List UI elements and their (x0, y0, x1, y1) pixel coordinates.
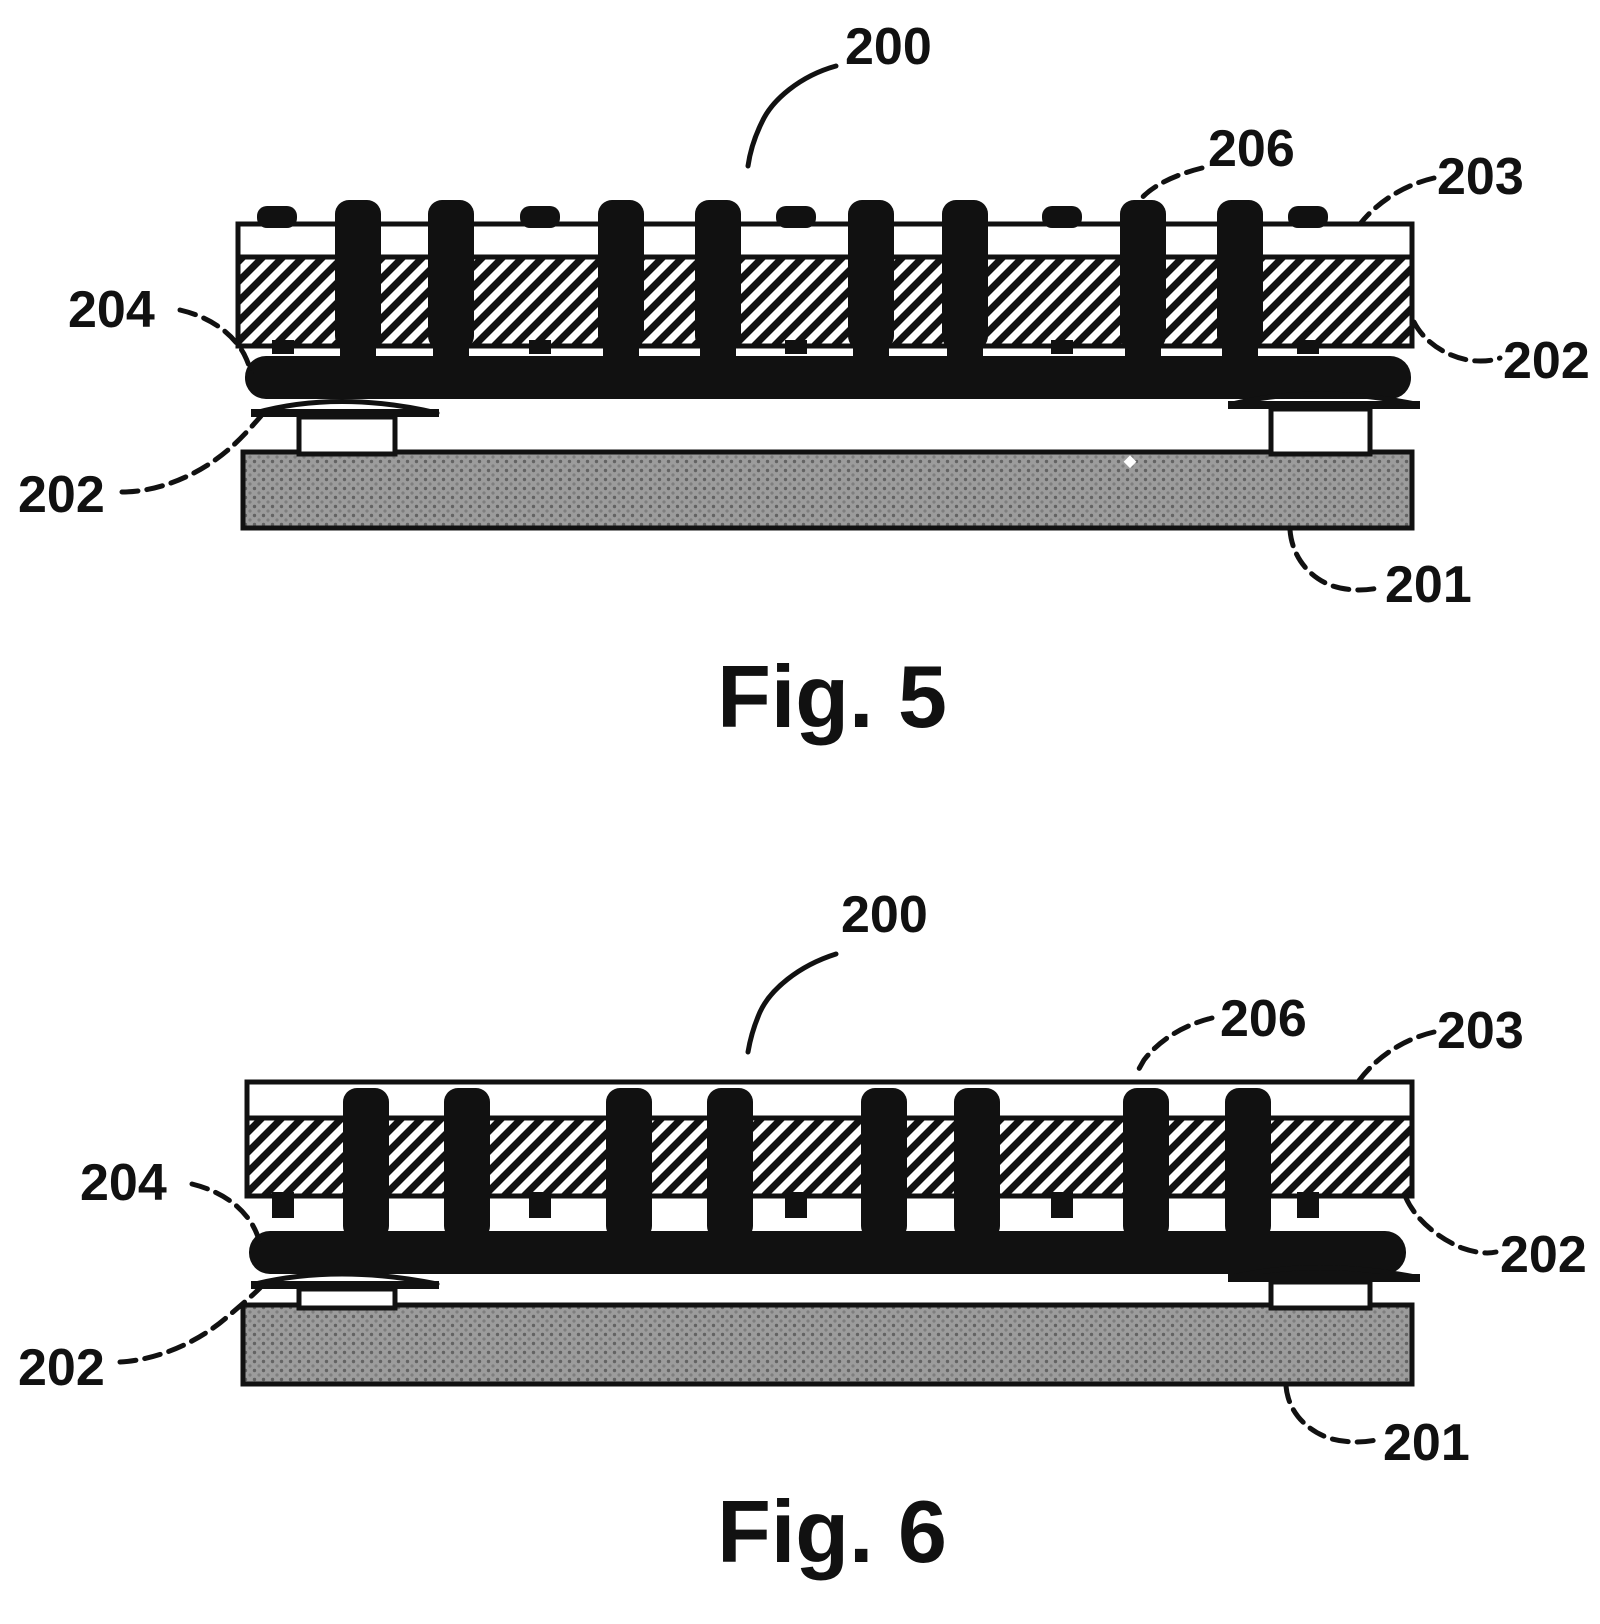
fig6-leader-201 (1283, 1383, 1379, 1445)
fig5-leader-202-left (119, 413, 264, 495)
fig5-leader-202-right (1411, 319, 1503, 364)
fig5-leader-204 (177, 307, 254, 376)
fig5-label-bump: 206 (1208, 120, 1295, 178)
fig5-caption: Fig. 5 (717, 647, 947, 746)
fig5-label-support-left: 202 (18, 466, 105, 524)
fig6-under-stubs (272, 1192, 1319, 1237)
fig5-leader-201 (1287, 527, 1381, 593)
fig6-label-cover: 203 (1437, 1002, 1524, 1060)
fig5-substrate (240, 449, 1415, 531)
fig6-leader-200 (745, 951, 839, 1055)
fig5-label-cover: 203 (1437, 148, 1524, 206)
fig6-support-left (251, 1271, 440, 1311)
fig5-leader-203 (1357, 175, 1437, 227)
fig5-interconnect-bar (245, 356, 1411, 399)
fig5-drawing: 200 206 203 204 202 202 201 Fig. 5 (18, 18, 1590, 746)
fig6-leader-204 (189, 1181, 262, 1244)
fig5-label-substrate: 201 (1385, 556, 1472, 614)
fig5-support-left (251, 399, 440, 457)
fig5-surface-bumps (257, 206, 1328, 228)
fig5-leader-206 (1131, 165, 1205, 211)
fig5-bump-pillars (335, 200, 1263, 350)
fig6-support-right (1228, 1265, 1420, 1311)
fig5-label-interconnect: 204 (68, 281, 155, 339)
fig6-leader-202-right (1403, 1195, 1499, 1256)
fig5-label-assembly: 200 (845, 18, 932, 76)
fig6-label-substrate: 201 (1383, 1414, 1470, 1472)
fig6-leader-206 (1133, 1015, 1215, 1077)
fig6-label-bump: 206 (1220, 990, 1307, 1048)
fig6-caption: Fig. 6 (717, 1482, 947, 1581)
fig5-leader-200 (745, 63, 839, 169)
fig5-label-support-right: 202 (1503, 332, 1590, 390)
fig6-leader-203 (1355, 1029, 1437, 1085)
fig6-label-assembly: 200 (841, 886, 928, 944)
fig6-drawing: 200 206 203 204 202 202 201 Fig. 6 (18, 886, 1587, 1581)
fig5-support-right (1228, 391, 1420, 457)
fig6-label-support-left: 202 (18, 1339, 105, 1397)
fig6-interconnect-bar (249, 1231, 1406, 1274)
fig6-hatch-layer (244, 1115, 1415, 1199)
fig6-leader-202-left (117, 1285, 263, 1365)
fig6-substrate (240, 1302, 1415, 1387)
fig6-label-interconnect: 204 (80, 1154, 167, 1212)
fig6-label-support-right: 202 (1500, 1226, 1587, 1284)
